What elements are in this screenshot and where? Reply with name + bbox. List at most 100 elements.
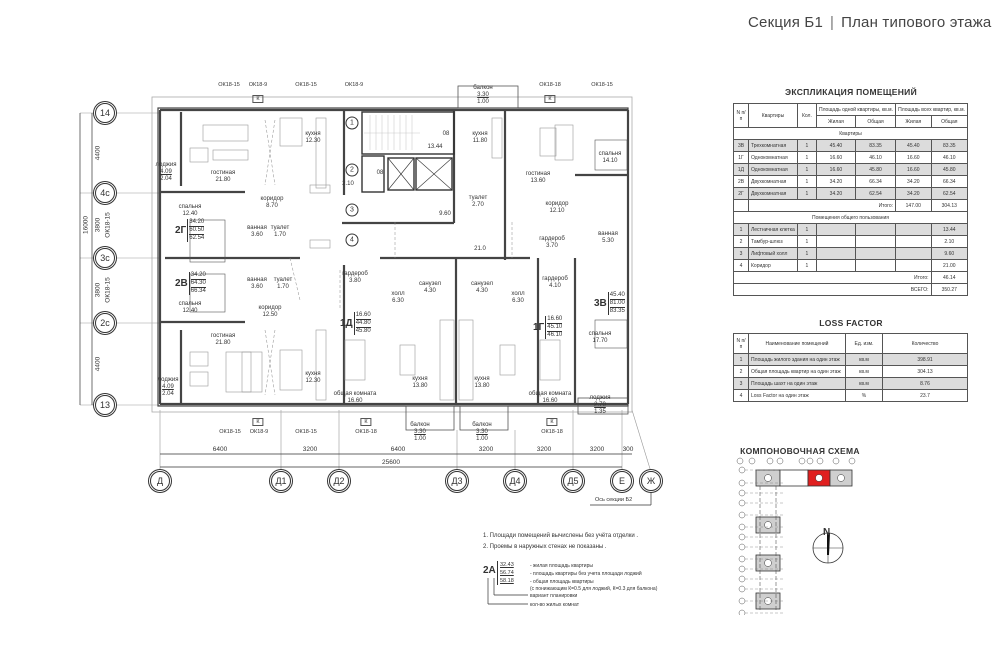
table-cell: Общая площадь квартир на один этаж xyxy=(748,365,846,378)
legend-v1: 32.43 xyxy=(500,562,514,568)
room-area: 1.70 xyxy=(274,232,286,238)
legend-item: (с понижающим К=0.5 для лоджий, К=0.3 дл… xyxy=(530,586,658,592)
window-label-bottom: ОК18-9 xyxy=(249,429,269,435)
table-cell: Площадь жилого здания на один этаж xyxy=(748,353,846,366)
dim-bottom: 3200 xyxy=(302,446,318,453)
room-label: 2.10 xyxy=(342,181,354,188)
scheme-axis-marker xyxy=(848,457,856,465)
table-cell: Лифтовый холл xyxy=(748,247,798,260)
room-name: кухня xyxy=(474,376,490,382)
scheme-axis-marker xyxy=(816,457,824,465)
col-apt: Квартиры xyxy=(748,103,798,128)
room-name: туалет xyxy=(270,225,290,231)
subtotal-living: 147.00 xyxy=(895,199,932,212)
axis-marker-1: 4с xyxy=(95,183,115,203)
dim-bottom: 6400 xyxy=(390,446,406,453)
room-name: спальня xyxy=(178,301,202,307)
loss-factor-title: LOSS FACTOR xyxy=(819,318,883,328)
legend-item: кол-во жилых комнат xyxy=(530,602,579,608)
axis-marker-bottom-4: Д4 xyxy=(505,471,525,491)
room-name: ванная xyxy=(598,231,618,237)
room-name: туалет xyxy=(273,277,293,283)
subtotal-label: Итого: xyxy=(747,199,897,212)
room-area: 3.30 xyxy=(476,429,488,435)
common-room-number: 3 xyxy=(345,203,359,217)
scheme-axis-marker xyxy=(766,457,774,465)
room-name: ванная xyxy=(247,277,267,283)
scheme-axis-marker xyxy=(738,489,746,497)
scheme-axis-marker xyxy=(832,457,840,465)
scheme-axis-marker xyxy=(738,609,746,615)
table-cell: 66.34 xyxy=(930,175,969,188)
scheme-axis-marker xyxy=(738,565,746,573)
table-cell: 1 xyxy=(796,223,817,236)
table-cell: 1 xyxy=(796,235,817,248)
table-cell: 66.34 xyxy=(854,175,897,188)
scheme-block-empty xyxy=(779,469,809,487)
apartment-total-area: 66.34 xyxy=(190,288,206,294)
table-cell: 3В xyxy=(733,139,749,152)
room-label: 21.0 xyxy=(474,246,486,253)
scheme-axis-marker xyxy=(736,457,744,465)
scheme-axis-marker xyxy=(738,533,746,541)
table-cell: 1 xyxy=(796,163,817,176)
room-area: 16.60 xyxy=(347,398,363,404)
balcony-bottom-right xyxy=(459,405,509,431)
legend-leaders xyxy=(487,578,528,605)
scheme-block-marker xyxy=(815,474,823,482)
room-name: балкон xyxy=(410,422,430,428)
room-area: 4.10 xyxy=(549,283,561,289)
dim-left: 4400 xyxy=(94,356,102,372)
room-area: 12.40 xyxy=(182,308,198,314)
room-name: лоджия xyxy=(155,162,177,168)
room-name: гардероб xyxy=(539,236,565,242)
scheme-block-marker xyxy=(764,521,772,529)
subtotal-total: 304.13 xyxy=(930,199,969,212)
scheme-title: КОМПОНОВОЧНАЯ СХЕМА xyxy=(740,446,860,456)
room-area-reduced: 1.00 xyxy=(477,99,489,105)
sheet-title: Секция Б1|План типового этажа xyxy=(748,14,991,31)
room-area: 3.60 xyxy=(251,232,263,238)
room-name: кухня xyxy=(305,131,321,137)
room-area-reduced: 2.04 xyxy=(160,176,172,182)
room-area: 14.10 xyxy=(602,158,618,164)
table-cell: 398.91 xyxy=(882,353,968,366)
apartment-living-area: 45.40 xyxy=(609,292,625,300)
note-1: 1. Площади помещений вычислены без учёта… xyxy=(483,533,639,539)
table-cell: 2Г xyxy=(733,187,749,200)
apartment-code: 2В xyxy=(175,278,188,289)
window-label-top: ОК18-15 xyxy=(591,82,613,88)
scheme-axis-marker xyxy=(738,555,746,563)
room-area: 3.70 xyxy=(546,243,558,249)
apartment-area: 44.80 xyxy=(355,320,371,328)
table-cell: 21.00 xyxy=(930,259,969,272)
room-area: 6.30 xyxy=(512,298,524,304)
room-name: спальня xyxy=(588,331,612,337)
table-cell: 1 xyxy=(796,139,817,152)
window-label-top: ОК18-9 xyxy=(344,82,364,88)
room-area: 4.30 xyxy=(424,288,436,294)
table-cell: 1 xyxy=(796,175,817,188)
room-area: 5.30 xyxy=(602,238,614,244)
compass-north-arrow-icon xyxy=(827,533,830,555)
table-cell: 1 xyxy=(796,259,817,272)
table-cell: 2 xyxy=(733,365,749,378)
